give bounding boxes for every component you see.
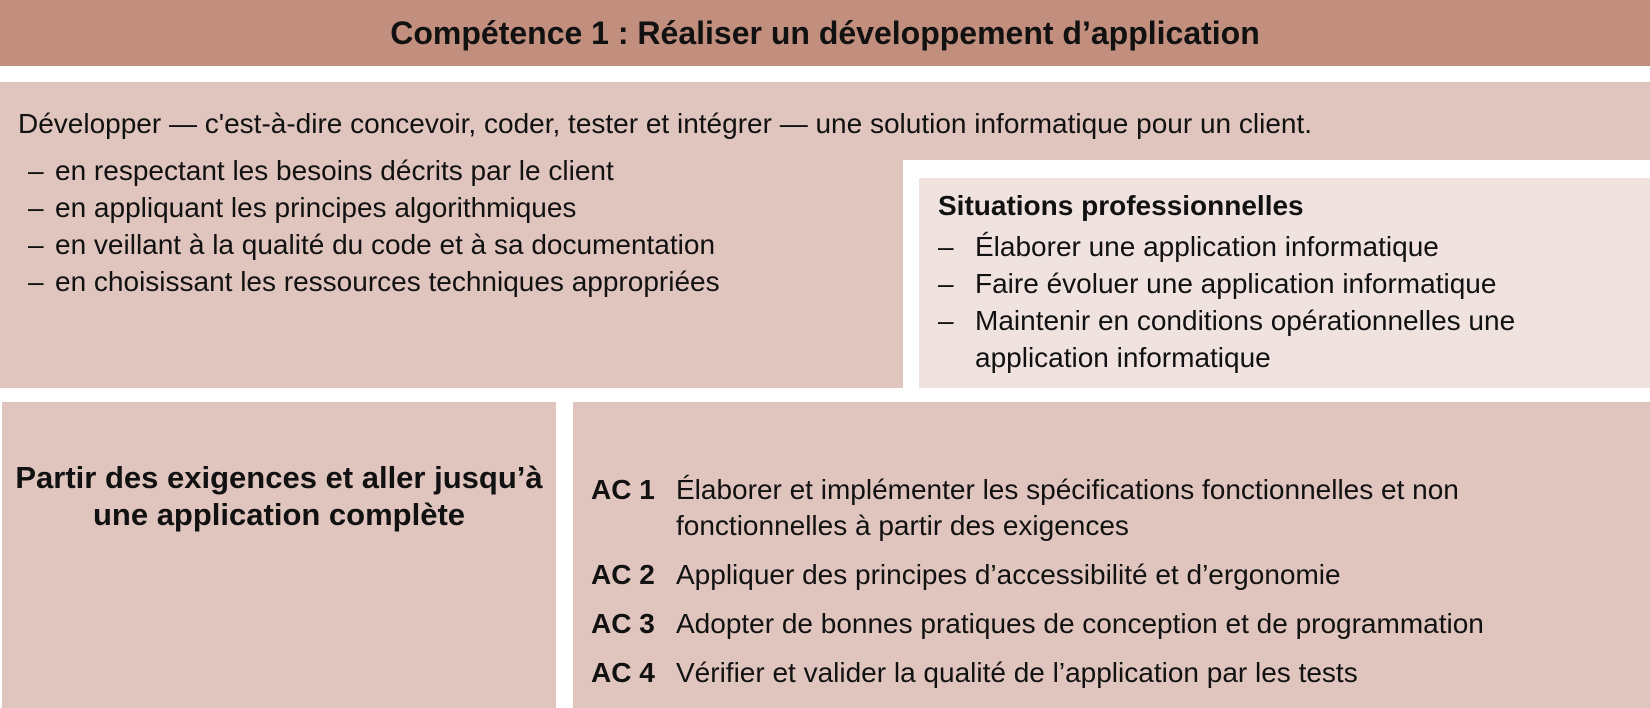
dash-marker: – [938,268,954,299]
learning-outcome-row: AC 4 Vérifier et valider la qualité de l… [591,655,1576,691]
bullet-text: en appliquant les principes algorithmiqu… [55,192,577,223]
dash-marker: – [28,192,44,223]
outcome-text: Appliquer des principes d’accessibilité … [676,559,1341,590]
list-item: –Faire évoluer une application informati… [938,265,1615,302]
outcome-code: AC 4 [591,657,655,688]
list-item: –en choisissant les ressources technique… [28,263,720,300]
learning-outcome-row: AC 2 Appliquer des principes d’accessibi… [591,557,1576,593]
dash-marker: – [28,155,44,186]
bullet-text: en respectant les besoins décrits par le… [55,155,614,186]
list-item: –Maintenir en conditions opérationnelles… [938,302,1615,376]
dash-marker: – [938,305,954,336]
list-item: –en veillant à la qualité du code et à s… [28,226,720,263]
learning-outcome-row: AC 3 Adopter de bonnes pratiques de conc… [591,606,1576,642]
situation-text: Maintenir en conditions opérationnelles … [975,305,1516,373]
situation-text: Élaborer une application informatique [975,231,1439,262]
situations-list: –Élaborer une application informatique –… [938,228,1615,376]
situation-text: Faire évoluer une application informatiq… [975,268,1497,299]
learning-outcome-row: AC 1 Élaborer et implémenter les spécifi… [591,472,1576,544]
outcome-text: Élaborer et implémenter les spécificatio… [676,474,1459,541]
outcome-text: Vérifier et valider la qualité de l’appl… [676,657,1358,688]
level-panel: Partir des exigences et aller jusqu’à un… [2,402,556,708]
description-panel: Développer — c'est-à-dire concevoir, cod… [0,82,1650,388]
bullet-text: en choisissant les ressources techniques… [55,266,720,297]
learning-outcomes-panel: AC 1 Élaborer et implémenter les spécifi… [573,402,1650,708]
situations-title: Situations professionnelles [938,190,1304,221]
list-item: –Élaborer une application informatique [938,228,1615,265]
bullet-text: en veillant à la qualité du code et à sa… [55,229,716,260]
list-item: –en appliquant les principes algorithmiq… [28,189,720,226]
outcome-text: Adopter de bonnes pratiques de conceptio… [676,608,1484,639]
description-bullets: –en respectant les besoins décrits par l… [28,152,720,300]
description-intro: Développer — c'est-à-dire concevoir, cod… [18,108,1313,139]
level-title: Partir des exigences et aller jusqu’à un… [15,460,543,532]
dash-marker: – [28,229,44,260]
competence-title: Compétence 1 : Réaliser un développement… [390,14,1260,51]
situations-box: Situations professionnelles –Élaborer un… [919,178,1650,388]
dash-marker: – [938,231,954,262]
dash-marker: – [28,266,44,297]
outcome-code: AC 1 [591,474,655,505]
list-item: –en respectant les besoins décrits par l… [28,152,720,189]
outcome-code: AC 2 [591,559,655,590]
competence-header: Compétence 1 : Réaliser un développement… [0,0,1650,66]
outcome-code: AC 3 [591,608,655,639]
